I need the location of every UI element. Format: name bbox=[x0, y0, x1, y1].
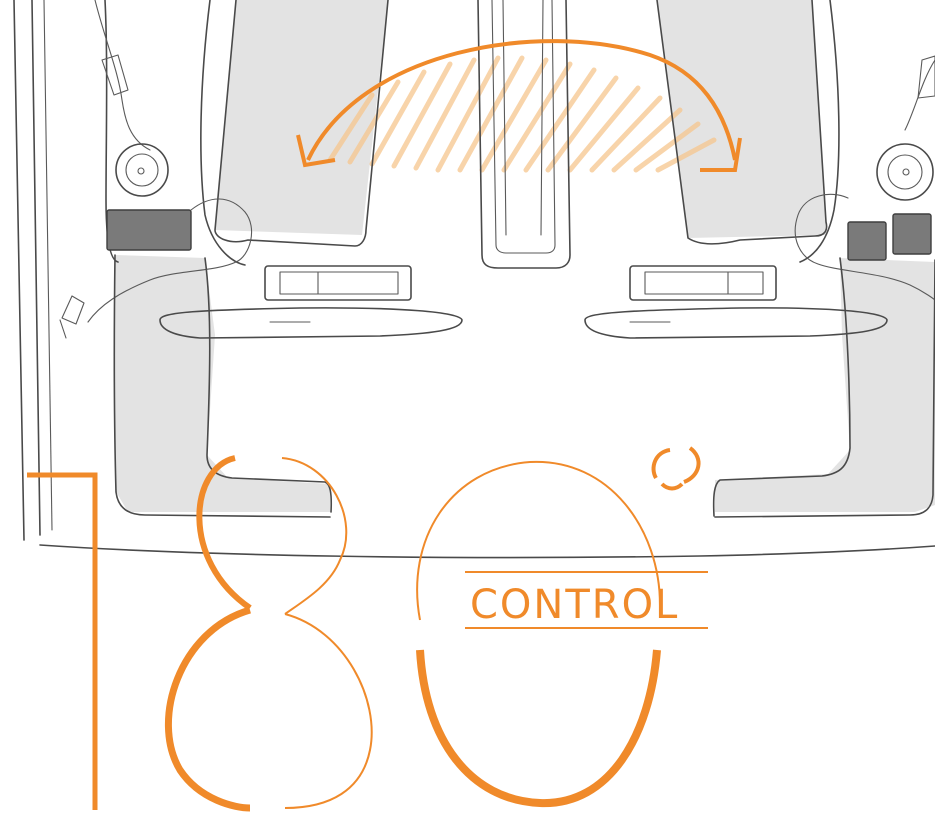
right-armrest-shadow bbox=[657, 0, 827, 238]
right-armrest-inner bbox=[656, 0, 828, 245]
right-base-outline bbox=[712, 257, 851, 517]
right-cable bbox=[904, 59, 935, 131]
right-control-pad-1 bbox=[847, 221, 887, 261]
headline-180-graphic bbox=[27, 446, 708, 812]
left-frame-outer bbox=[13, 0, 25, 541]
left-frame-edge bbox=[43, 0, 53, 531]
left-slide-rail bbox=[159, 265, 463, 339]
digit-eight-bottom-left bbox=[164, 606, 251, 812]
left-armrest-inner bbox=[214, 0, 389, 247]
digit-one-stroke bbox=[27, 472, 98, 810]
digit-zero-lower bbox=[416, 649, 661, 808]
digit-eight-bottom-right bbox=[284, 613, 373, 809]
degree-icon bbox=[651, 446, 701, 491]
left-base-outline bbox=[113, 254, 331, 518]
left-frame-inner bbox=[31, 0, 41, 536]
center-column-groove bbox=[502, 0, 544, 236]
seat-shadows bbox=[115, 0, 935, 512]
rotation-arrow-icon bbox=[296, 39, 742, 172]
digit-zero-upper bbox=[416, 460, 661, 621]
right-bracket bbox=[917, 55, 935, 99]
rotation-sweep-hatch bbox=[327, 55, 717, 173]
left-control-pad bbox=[106, 209, 192, 251]
right-control-pad-2 bbox=[892, 213, 932, 255]
floor-line bbox=[39, 544, 935, 559]
left-bracket bbox=[101, 54, 129, 96]
headline-control-label: CONTROL bbox=[470, 582, 679, 628]
left-seatback-curve bbox=[200, 0, 246, 266]
right-seatback-curve bbox=[799, 0, 840, 263]
left-connector bbox=[59, 295, 85, 339]
left-adjust-knob bbox=[115, 143, 169, 197]
right-base-outer bbox=[714, 259, 935, 518]
center-column bbox=[477, 0, 571, 269]
right-wire bbox=[794, 193, 935, 301]
left-base-shadow bbox=[115, 255, 330, 512]
left-armrest-shadow bbox=[215, 0, 388, 235]
left-base-inner bbox=[204, 257, 333, 513]
sketch-linework bbox=[13, 0, 935, 559]
right-base-shadow bbox=[715, 258, 935, 512]
left-cable bbox=[94, 0, 151, 151]
digit-eight-top bbox=[196, 455, 252, 611]
digit-eight-top-right bbox=[281, 457, 348, 615]
left-wire bbox=[87, 198, 253, 323]
center-column-inner bbox=[491, 0, 556, 254]
right-slide-rail bbox=[584, 265, 888, 339]
right-adjust-knob bbox=[876, 143, 934, 201]
